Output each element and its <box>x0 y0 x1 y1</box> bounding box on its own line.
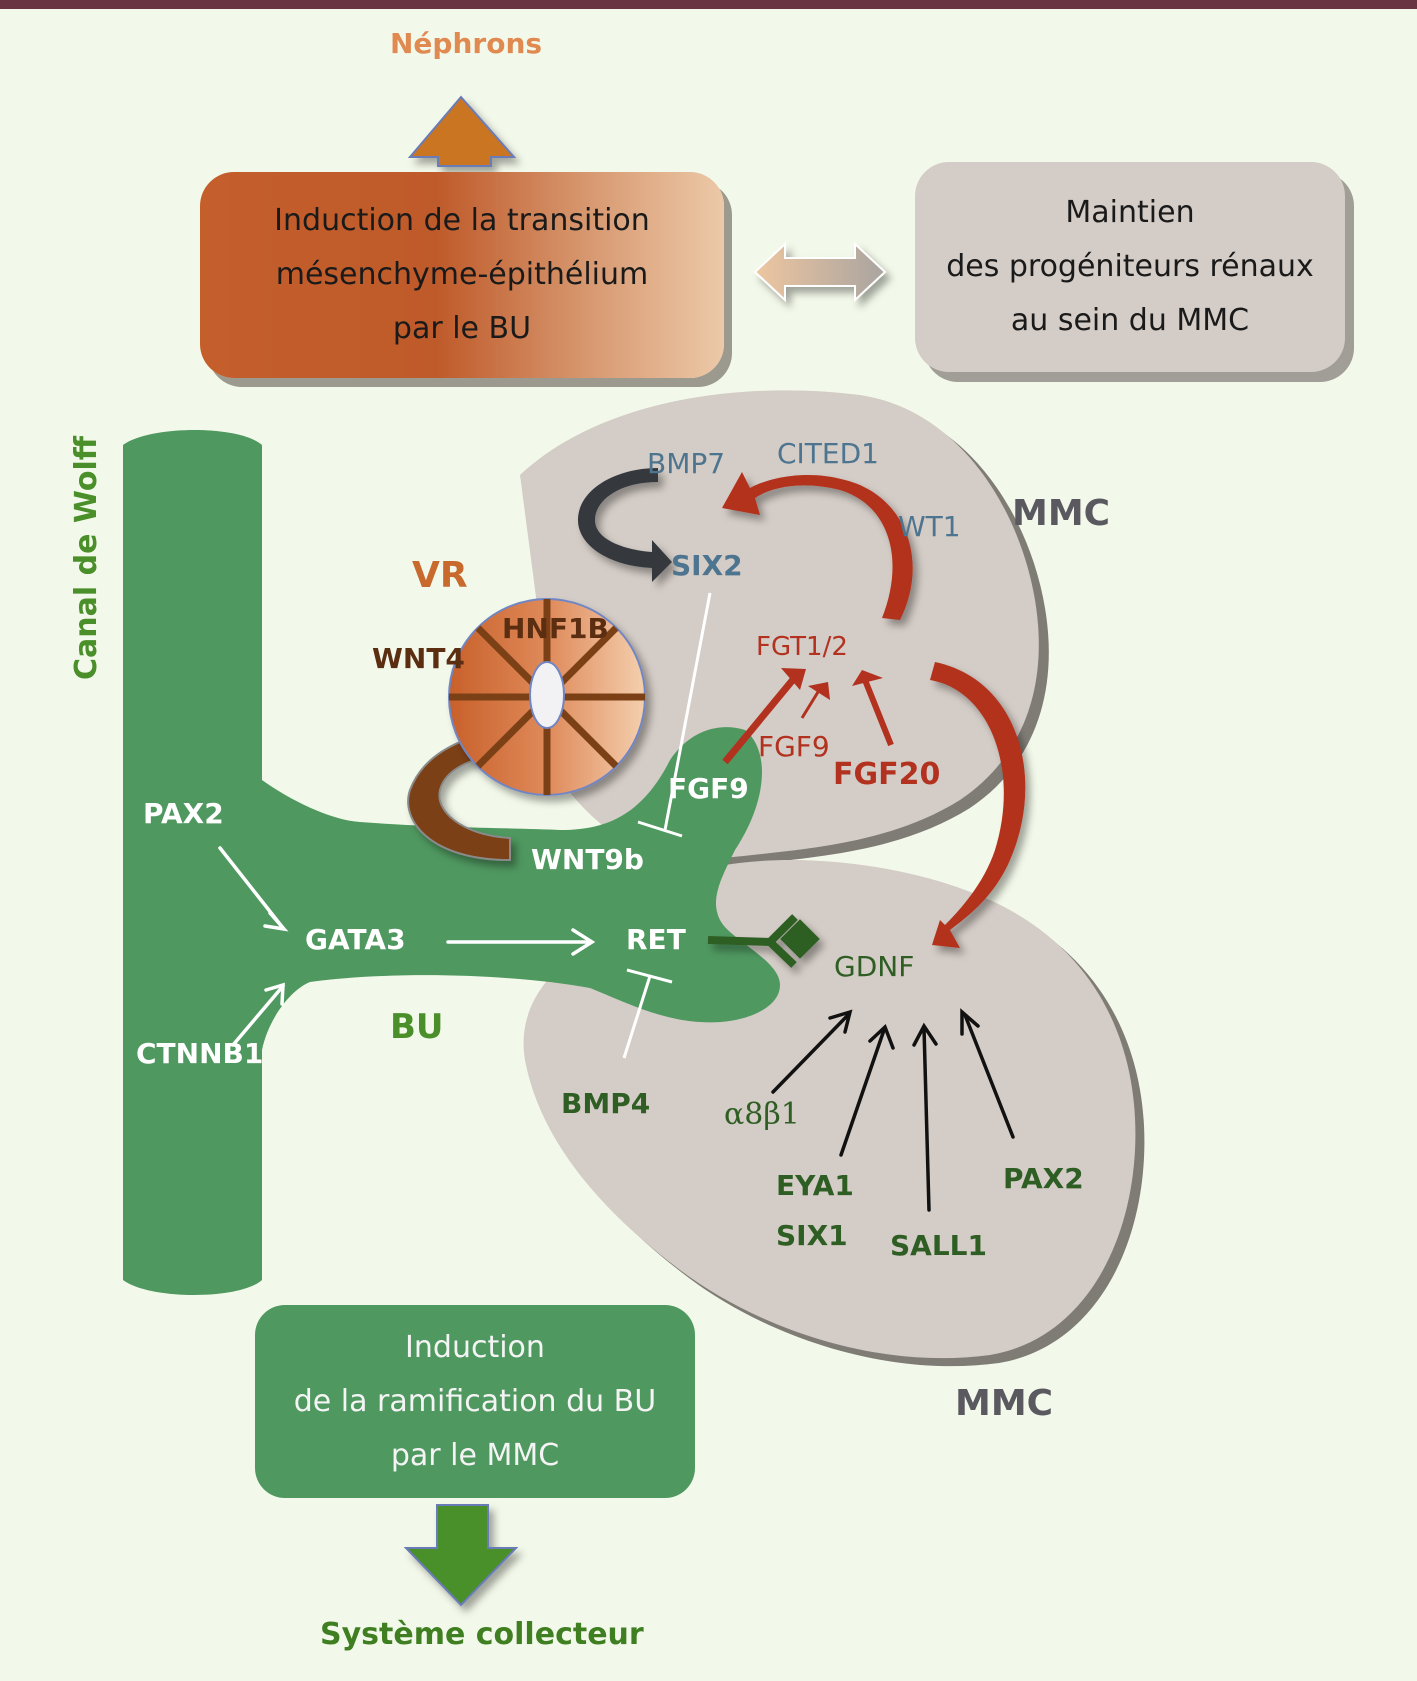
collecting-system-label: Système collecteur <box>320 1617 644 1652</box>
gene-wt1: WT1 <box>898 510 961 543</box>
wolffian-duct-label: Canal de Wolff <box>69 435 104 680</box>
bud-activation-arrows <box>218 846 596 1047</box>
gene-fgf9-mmc: FGF9 <box>758 730 830 763</box>
box-line: Induction de la transition <box>274 203 650 238</box>
nephron-up-arrow <box>407 95 517 167</box>
gene-fgt12: FGT1/2 <box>756 632 848 662</box>
gene-six2: SIX2 <box>671 549 743 582</box>
box-line: de la ramification du BU <box>293 1383 657 1419</box>
box-line: des progéniteurs rénaux <box>946 249 1314 284</box>
fgf-to-gdnf-arrow <box>930 662 1026 948</box>
wolffian-duct <box>123 430 780 1295</box>
gene-alpha8beta1: α8β1 <box>724 1097 800 1132</box>
collecting-down-arrow <box>403 1504 519 1607</box>
gene-gdnf: GDNF <box>834 950 915 983</box>
gene-wnt9b: WNT9b <box>531 843 644 876</box>
box-line: Maintien <box>1065 195 1195 230</box>
box-bud-branching: Induction de la ramification du BU par l… <box>255 1305 695 1498</box>
gene-ret: RET <box>626 923 686 956</box>
mmc-bottom-label: MMC <box>955 1383 1054 1424</box>
gene-ctnnb1: CTNNB1 <box>136 1037 264 1070</box>
gene-pax2-wolff: PAX2 <box>143 797 224 830</box>
box-line: par le BU <box>392 311 532 346</box>
gene-gata3: GATA3 <box>305 923 406 956</box>
box-mesenchyme-epithelial-transition: Induction de la transition mésenchyme-ép… <box>200 172 724 378</box>
ureteric-bud-label: BU <box>390 1007 444 1047</box>
gene-bmp7: BMP7 <box>647 447 726 480</box>
gene-eya1: EYA1 <box>776 1169 854 1202</box>
mmc-top-region <box>520 390 1039 861</box>
box-line: par le MMC <box>390 1437 560 1473</box>
renal-vesicle-label: VR <box>412 555 468 596</box>
gene-fgf9-bud: FGF9 <box>668 772 749 805</box>
box-progenitor-maintenance: Maintien des progéniteurs rénaux au sein… <box>915 162 1345 372</box>
gene-pax2-mmc: PAX2 <box>1003 1162 1084 1195</box>
mmc-top-label: MMC <box>1012 493 1111 534</box>
box-line: mésenchyme-épithélium <box>275 257 649 292</box>
gene-hnf1b: HNF1B <box>502 612 609 645</box>
gene-cited1: CITED1 <box>777 437 879 470</box>
ret-gdnf-receptor <box>707 914 820 968</box>
fgf-activation-arrows <box>722 668 894 765</box>
gene-six1: SIX1 <box>776 1219 848 1252</box>
double-arrow <box>753 241 887 303</box>
box-line: au sein du MMC <box>1010 303 1250 338</box>
gene-wnt4: WNT4 <box>372 642 465 675</box>
inhibition-lines <box>622 592 712 1059</box>
bmp7-autoloop-arrow <box>578 468 672 582</box>
nephrons-label: Néphrons <box>390 27 543 60</box>
gene-sall1: SALL1 <box>890 1229 988 1262</box>
gdnf-activation-arrows <box>771 1008 1015 1212</box>
renal-vesicle <box>448 598 646 796</box>
fgf-to-six2-arrow <box>722 472 913 620</box>
gene-fgf20: FGF20 <box>833 757 941 792</box>
header-bar <box>0 0 1417 9</box>
gene-bmp4: BMP4 <box>561 1087 651 1120</box>
box-line: Induction <box>405 1329 545 1365</box>
